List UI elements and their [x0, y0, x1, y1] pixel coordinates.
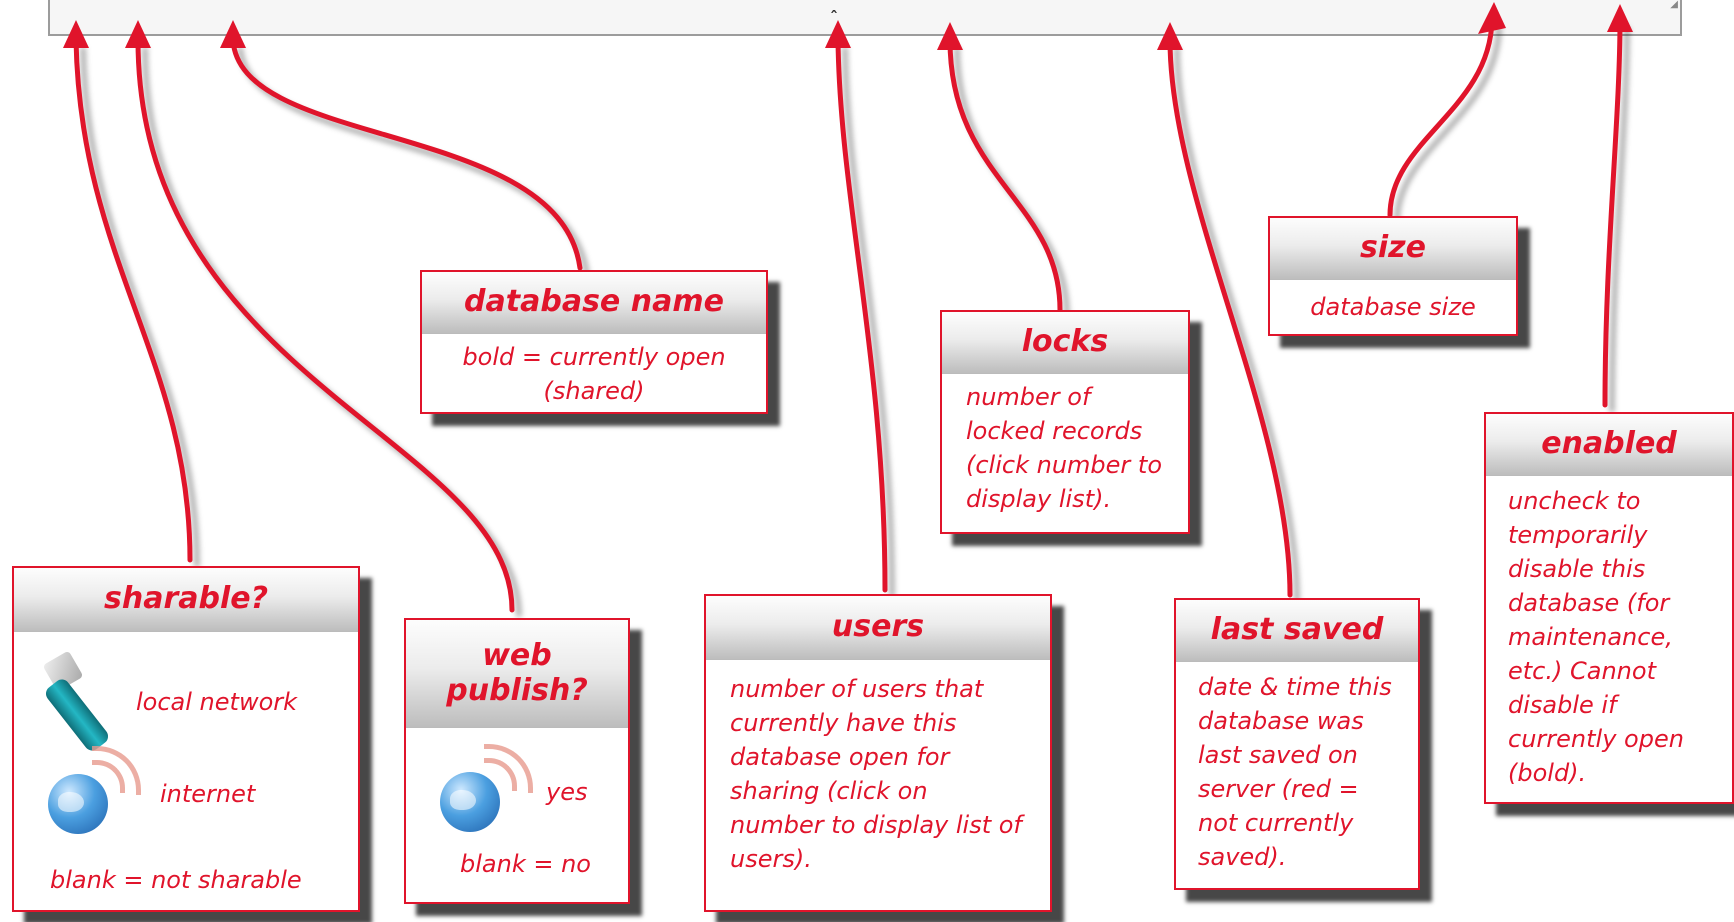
callout-title: locks	[942, 312, 1188, 374]
callout-body: number of locked records (click number t…	[966, 383, 1163, 513]
column-sort-caret-icon: ˆ	[830, 8, 838, 27]
callout-body: number of users that currently have this…	[730, 675, 1022, 873]
arrow-enabled	[1602, 17, 1623, 408]
arrowhead-size	[1478, 2, 1506, 34]
ethernet-cable-icon	[34, 650, 112, 754]
sharable-internet-label: internet	[160, 780, 256, 808]
callout-database-name: database name bold = currently open (sha…	[420, 270, 768, 414]
arrow-database-name	[230, 37, 583, 271]
callout-users: users number of users that currently hav…	[704, 594, 1052, 912]
arrow-sharable	[73, 37, 193, 563]
callout-size: size database size	[1268, 216, 1518, 336]
arrowhead-database-name	[220, 20, 246, 48]
arrowhead-last-saved	[1157, 22, 1183, 50]
callout-title: size	[1270, 218, 1516, 280]
arrow-size	[1387, 17, 1495, 218]
callout-title: sharable?	[14, 568, 358, 632]
arrow-locks	[947, 37, 1063, 313]
resize-grip-icon: ◢	[1670, 0, 1678, 10]
callout-title: last saved	[1176, 600, 1418, 662]
callout-last-saved: last saved date & time this database was…	[1174, 598, 1420, 890]
arrowhead-web-publish	[125, 20, 151, 48]
callout-sharable: sharable? local network internet blank =…	[12, 566, 360, 912]
callout-web-publish: web publish? yes blank = no	[404, 618, 630, 904]
callout-locks: locks number of locked records (click nu…	[940, 310, 1190, 534]
callout-title: users	[706, 596, 1050, 660]
callout-enabled: enabled uncheck to temporarily disable t…	[1484, 412, 1734, 804]
web-publish-yes-label: yes	[546, 778, 588, 806]
arrowhead-locks	[937, 22, 963, 50]
globe-wireless-icon	[48, 746, 141, 834]
arrow-web-publish	[135, 37, 515, 613]
arrow-users	[835, 37, 888, 593]
sharable-blank-label: blank = not sharable	[50, 866, 302, 894]
window-column-header-strip: ◢	[48, 0, 1682, 36]
arrowhead-sharable	[63, 20, 89, 48]
callout-title: enabled	[1486, 414, 1732, 476]
sharable-local-network-label: local network	[136, 688, 298, 716]
callout-body: bold = currently open (shared)	[462, 343, 726, 405]
arrow-last-saved	[1167, 37, 1293, 598]
callout-title: web publish?	[406, 620, 628, 728]
globe-wireless-icon	[440, 744, 533, 832]
arrowhead-users	[825, 20, 851, 48]
callout-body: uncheck to temporarily disable this data…	[1508, 487, 1684, 787]
arrowhead-enabled	[1607, 4, 1633, 32]
callout-body: database size	[1310, 293, 1476, 321]
callout-body: date & time this database was last saved…	[1198, 673, 1392, 871]
callout-title: database name	[422, 272, 766, 334]
web-publish-blank-label: blank = no	[460, 850, 591, 878]
